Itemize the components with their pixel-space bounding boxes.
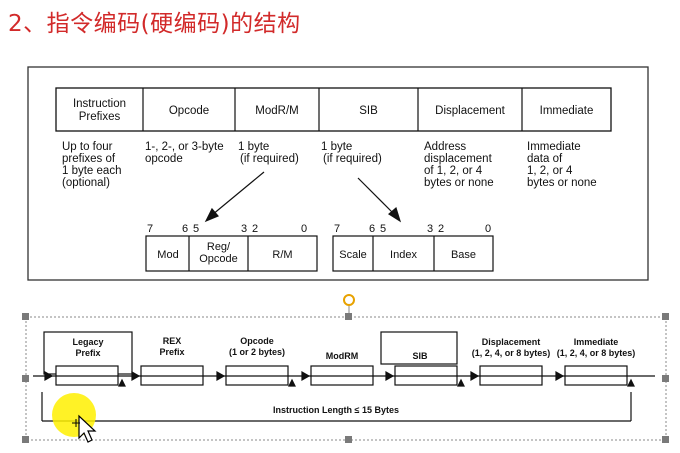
modrm-field: R/M [272, 249, 292, 261]
resize-handle-n[interactable] [345, 313, 352, 320]
description-line: opcode [145, 153, 183, 165]
modrm-bit-label: 2 [252, 223, 258, 235]
sib-field: Base [451, 249, 476, 261]
resize-handle-w[interactable] [22, 375, 29, 382]
resize-handle-s[interactable] [345, 436, 352, 443]
description-line: Up to four [62, 141, 113, 153]
resize-handle-e[interactable] [662, 375, 669, 382]
description-line: (if required) [323, 153, 382, 165]
selection-frame[interactable] [22, 294, 669, 443]
header-cell: SIB [359, 105, 378, 117]
byte-label: Legacy [72, 337, 103, 347]
byte-label: REX [163, 336, 182, 346]
modrm-byte [145, 235, 318, 272]
modrm-field: Mod [157, 249, 178, 261]
byte-label: Displacement [482, 337, 541, 347]
header-cell: Instruction [73, 98, 126, 110]
description-line: of 1, 2, or 4 [424, 165, 483, 177]
byte-label: (1, 2, 4, or 8 bytes) [472, 348, 551, 358]
header-cell: Displacement [435, 105, 505, 117]
description-line: 1 byte [238, 141, 269, 153]
description-line: bytes or none [527, 177, 597, 189]
description-line: bytes or none [424, 177, 494, 189]
modrm-bit-label: 6 [182, 223, 188, 235]
description-line: 1 byte [321, 141, 352, 153]
description-line: (optional) [62, 177, 110, 189]
header-cell: ModR/M [255, 105, 298, 117]
cursor-highlight [52, 393, 96, 437]
modrm-field: Reg/ [207, 241, 231, 253]
sib-bit-label: 0 [485, 223, 491, 235]
sib-byte [332, 235, 494, 272]
modrm-field: Opcode [199, 253, 238, 265]
rotate-handle[interactable] [343, 294, 355, 306]
resize-handle-nw[interactable] [22, 313, 29, 320]
byte-label: Immediate [574, 337, 619, 347]
byte-label: (1 or 2 bytes) [229, 347, 285, 357]
sib-bit-label: 6 [369, 223, 375, 235]
instruction-format-table [55, 87, 612, 132]
resize-handle-sw[interactable] [22, 436, 29, 443]
description-line: 1-, 2-, or 3-byte [145, 141, 224, 153]
description-line: prefixes of [62, 153, 116, 165]
resize-handle-se[interactable] [662, 436, 669, 443]
sib-bit-label: 7 [334, 223, 340, 235]
header-cell: Immediate [540, 105, 594, 117]
modrm-bit-label: 0 [301, 223, 307, 235]
modrm-bit-label: 5 [193, 223, 199, 235]
header-cell: Opcode [169, 105, 209, 117]
sib-bit-label: 2 [438, 223, 444, 235]
byte-label: Prefix [75, 348, 100, 358]
byte-label: SIB [412, 351, 428, 361]
header-cell: Prefixes [79, 111, 121, 123]
description-line: data of [527, 153, 563, 165]
sib-bit-label: 5 [380, 223, 386, 235]
sib-bit-label: 3 [427, 223, 433, 235]
description-line: Immediate [527, 141, 581, 153]
sib-field: Scale [339, 249, 367, 261]
modrm-bit-label: 3 [241, 223, 247, 235]
arrows [204, 171, 402, 223]
instruction-length-label: Instruction Length ≤ 15 Bytes [273, 405, 399, 415]
description-line: displacement [424, 153, 493, 165]
description-line: 1, 2, or 4 [527, 165, 573, 177]
resize-handle-ne[interactable] [662, 313, 669, 320]
byte-label: ModRM [326, 351, 359, 361]
byte-label: Prefix [159, 347, 184, 357]
sib-field: Index [390, 249, 417, 261]
byte-label: Opcode [240, 336, 274, 346]
page-title: 2、指令编码(硬编码)的结构 [8, 11, 301, 37]
description-line: 1 byte each [62, 165, 121, 177]
flow-line [33, 370, 655, 422]
description-line: (if required) [240, 153, 299, 165]
description-line: Address [424, 141, 466, 153]
byte-label: (1, 2, 4, or 8 bytes) [557, 348, 636, 358]
modrm-bit-label: 7 [147, 223, 153, 235]
